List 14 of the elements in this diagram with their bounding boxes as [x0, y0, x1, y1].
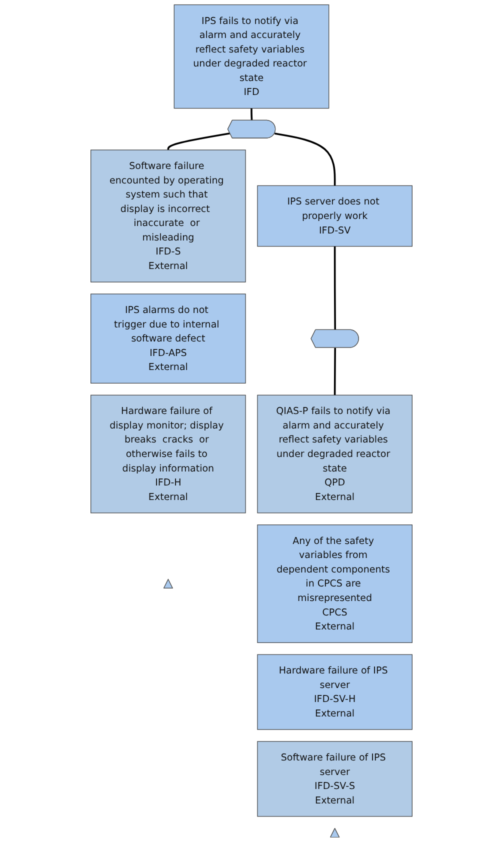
node-box: IPS fails to notify via alarm and accurately reflect safety variables under degraded reactor state IFD — [174, 4, 330, 109]
node-box: Software failure of IPS server IFD-SV-S External — [257, 741, 412, 817]
node-box: Software failure encounted by operating system such that display is incorrect inaccurate or misleading IFD-S External — [90, 150, 246, 282]
connector — [334, 348, 336, 396]
node-box: Hardware failure of display monitor; display breaks cracks or otherwise fails to display information IFD-H External — [90, 394, 246, 514]
node-box: Hardware failure of IPS server IFD-SV-H External — [257, 654, 412, 730]
node-box: Any of the safety variables from dependent components in CPCS are misrepresented CPCS External — [257, 524, 412, 643]
node-box: QIAS-P fails to notify via alarm and accurately reflect safety variables under degraded reactor state QPD External — [257, 394, 412, 514]
connector — [334, 246, 336, 330]
node-box: IPS alarms do not trigger due to internal software defect IFD-APS External — [90, 294, 246, 384]
node-box: IPS server does not properly work IFD-SV — [257, 185, 412, 247]
connector — [250, 108, 253, 121]
connector — [167, 132, 230, 150]
connector — [274, 132, 336, 186]
